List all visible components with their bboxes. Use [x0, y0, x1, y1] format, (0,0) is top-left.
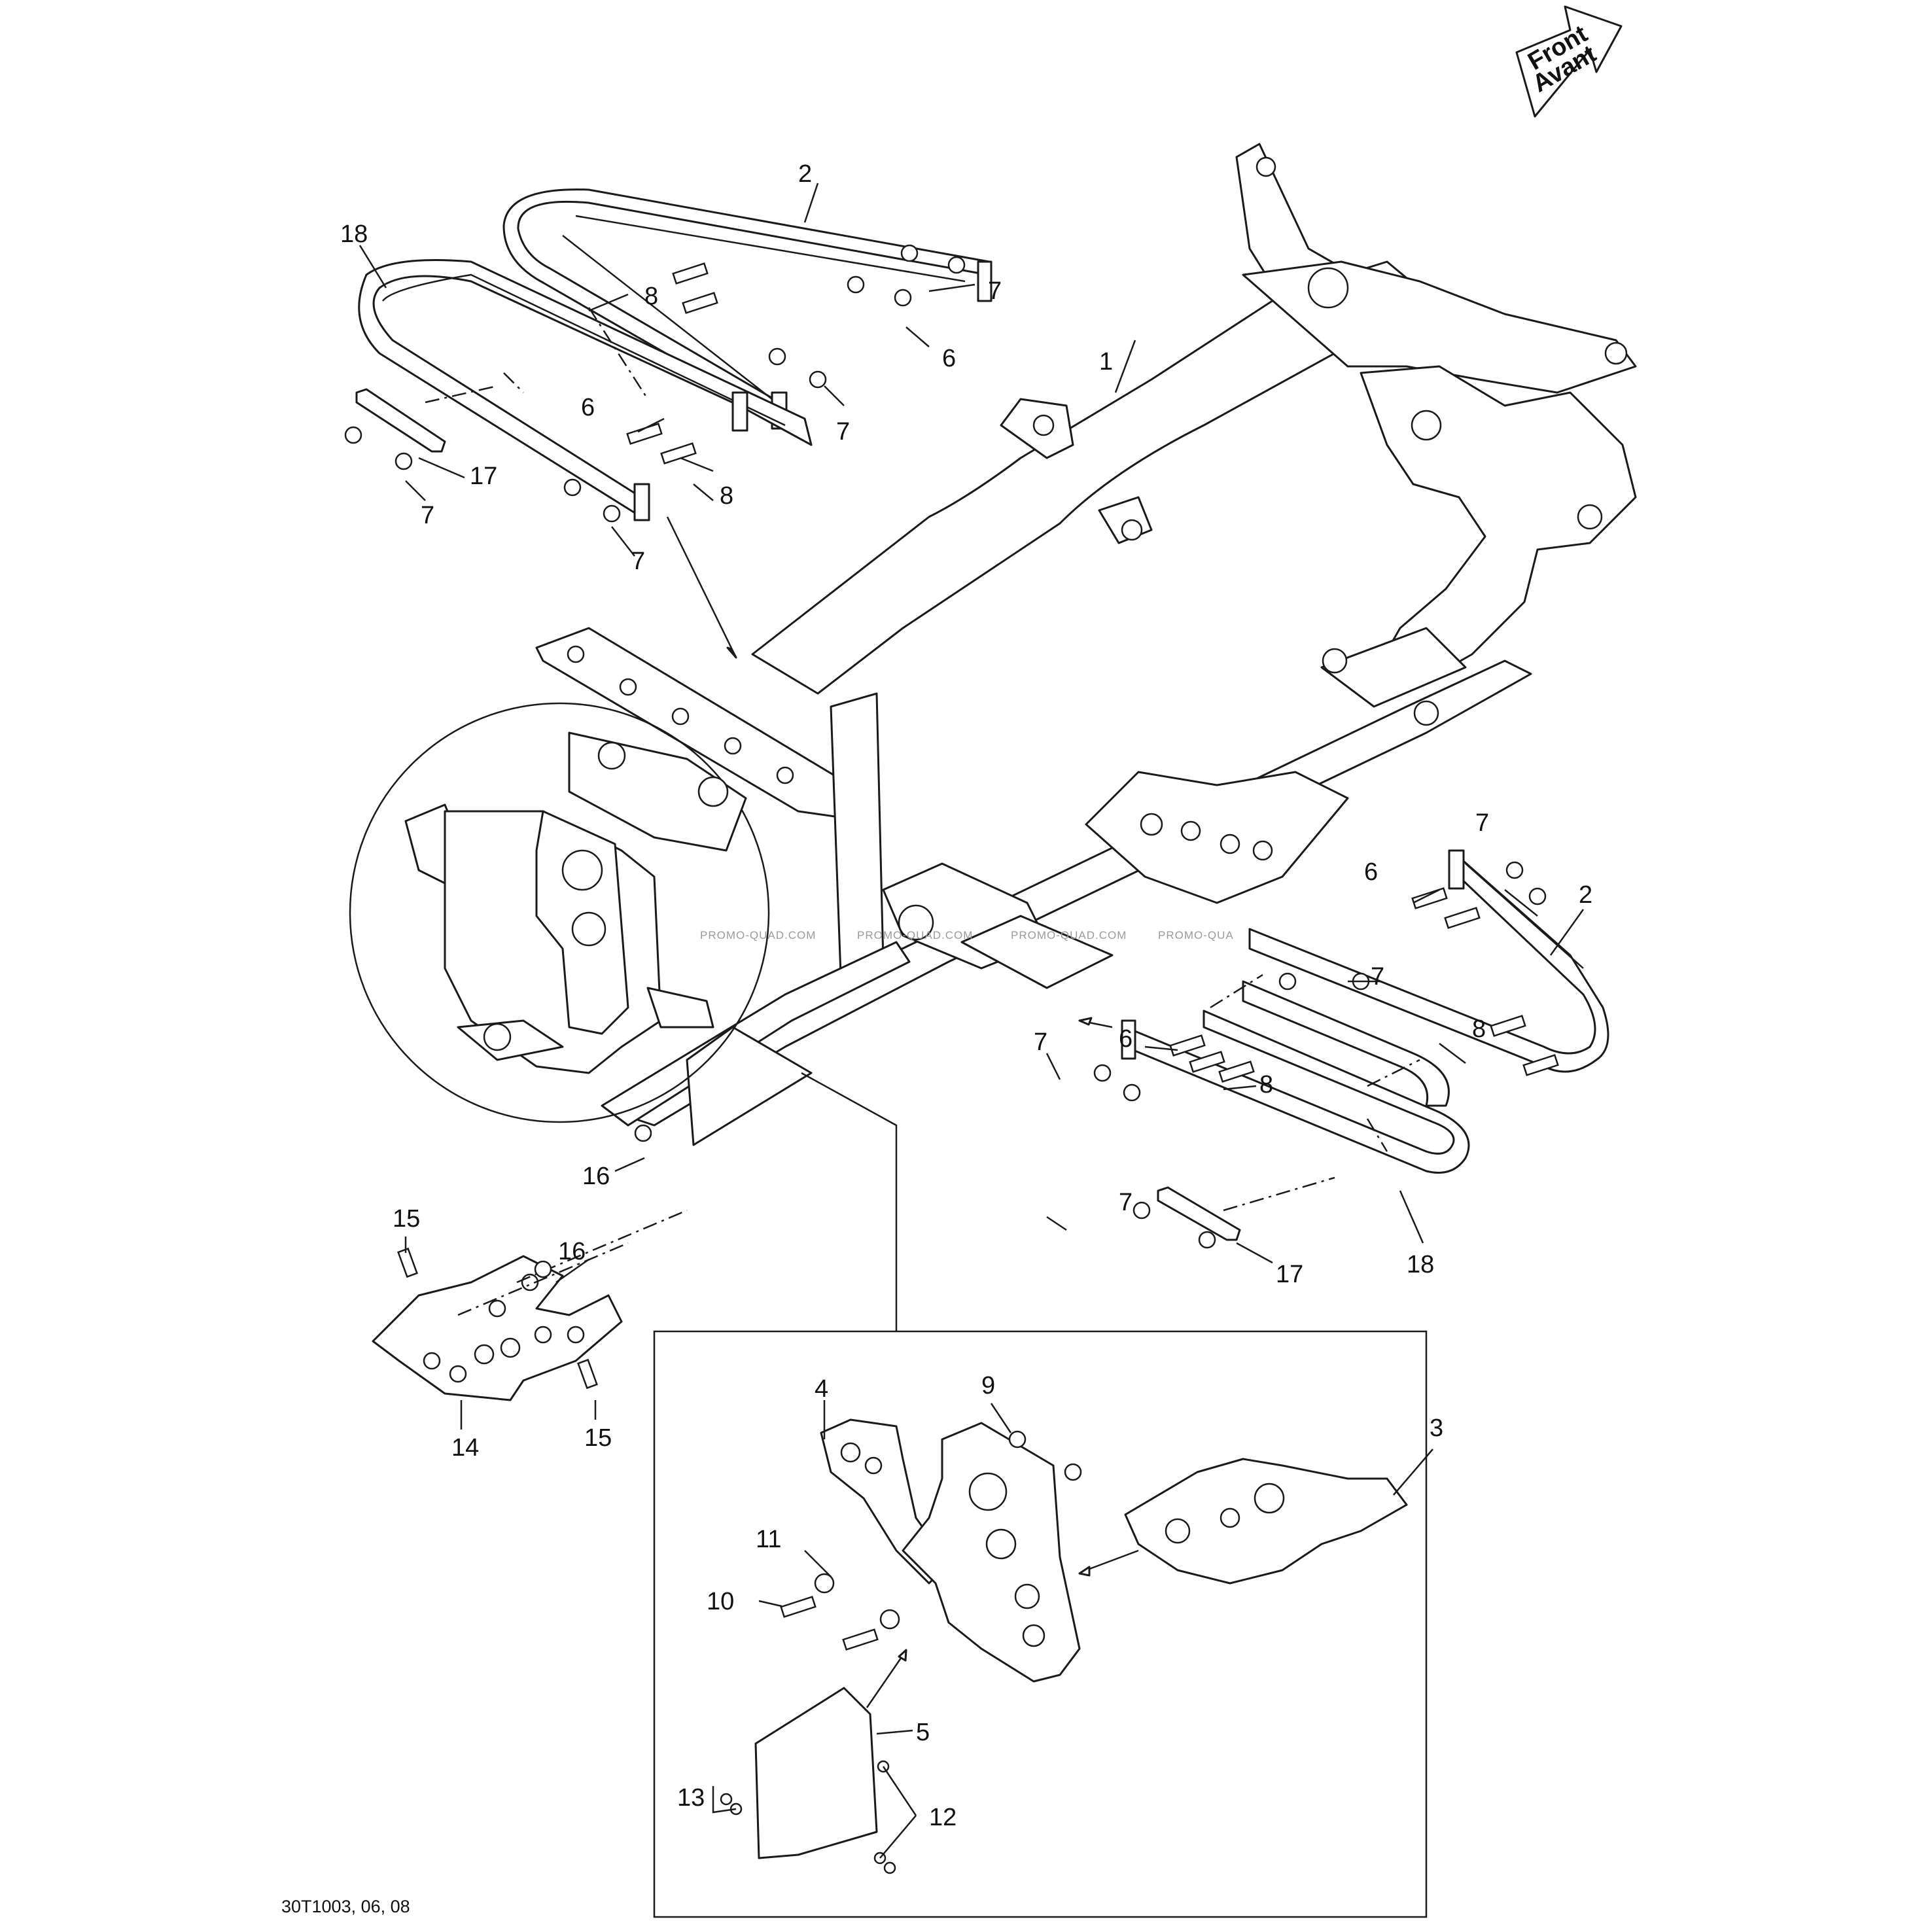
callout-labels: 1 2 2 3 4 5 6 6 6 6 7 7 7 7 7 7 7 7 7 8 … [340, 160, 1592, 1831]
leader-lines [359, 183, 1585, 1859]
strap-right [1157, 1186, 1241, 1241]
rear-bumper-upper [358, 259, 813, 521]
callout-strap-upper: 17 [470, 463, 497, 490]
callout-nuts-detail: 13 [677, 1784, 705, 1812]
callout-rack-upper: 2 [798, 160, 812, 188]
callout-bumper-upper: 18 [340, 220, 368, 248]
callout-nut-upper-b: 7 [836, 418, 850, 446]
assembly-lines-upper [425, 307, 737, 659]
callout-screw-bracket-b: 15 [584, 1424, 612, 1452]
diagram-code: 30T1003, 06, 08 [281, 1897, 410, 1916]
callout-nut-bracket-a: 16 [558, 1238, 586, 1265]
callout-screw-detail: 10 [707, 1588, 734, 1615]
watermark-3: PROMO-QUAD.COM [1011, 929, 1127, 941]
callout-screw-right-a: 6 [1364, 858, 1378, 886]
hardware-bracket [397, 1124, 652, 1390]
callout-nut-upper-a: 7 [988, 277, 1002, 305]
callout-screw-right-b: 6 [1119, 1025, 1133, 1053]
callout-screws-detail: 12 [929, 1804, 957, 1831]
strap-upper [355, 388, 446, 453]
callout-nut-upper-d: 7 [631, 548, 645, 575]
callout-frame: 1 [1099, 348, 1113, 376]
detail-box [653, 1072, 1428, 1918]
callout-screw-upper-a: 6 [942, 345, 956, 372]
watermark-4: PROMO-QUA [1158, 929, 1234, 941]
callout-skid-plate: 3 [1430, 1414, 1443, 1442]
callout-nut-right-b: 7 [1371, 963, 1384, 991]
front-direction-arrow-icon: Front Avant [1515, 5, 1623, 118]
callout-nut-right-a: 7 [1475, 809, 1489, 837]
callout-bracket-left: 4 [815, 1375, 828, 1403]
callout-nut-right-d: 7 [1119, 1189, 1133, 1216]
callout-nut-right-c: 7 [1034, 1028, 1047, 1056]
callout-bolt-upper-a: 8 [644, 283, 658, 310]
callout-rack-right: 2 [1579, 881, 1592, 909]
callout-bumper-right: 18 [1407, 1251, 1434, 1278]
callout-cover-plate: 5 [916, 1719, 930, 1746]
watermark-2: PROMO-QUAD.COM [857, 929, 973, 941]
main-frame [535, 143, 1637, 1146]
detail-magnify-circle [349, 702, 770, 1123]
callout-screw-bracket-a: 15 [393, 1205, 420, 1233]
watermark-1: PROMO-QUAD.COM [700, 929, 816, 941]
support-bracket [372, 1209, 688, 1401]
rear-rack-right [1248, 849, 1609, 1073]
hardware-upper [344, 244, 966, 523]
callout-bolt-right-a: 8 [1472, 1015, 1486, 1043]
callout-nut-upper-c: 7 [421, 502, 434, 529]
callout-support-bracket: 14 [451, 1434, 479, 1462]
callout-screw-upper-b: 6 [581, 394, 595, 421]
callout-nut-detail: 9 [981, 1372, 995, 1399]
callout-bolt-right-b: 8 [1259, 1071, 1273, 1098]
callout-strap-right: 17 [1276, 1261, 1303, 1288]
callout-washer-detail: 11 [756, 1526, 781, 1553]
callout-nut-bracket-b: 16 [582, 1163, 610, 1190]
assembly-lines-right [1078, 974, 1420, 1212]
callout-bolt-upper-b: 8 [720, 482, 733, 510]
rear-bumper-right [1121, 980, 1470, 1174]
